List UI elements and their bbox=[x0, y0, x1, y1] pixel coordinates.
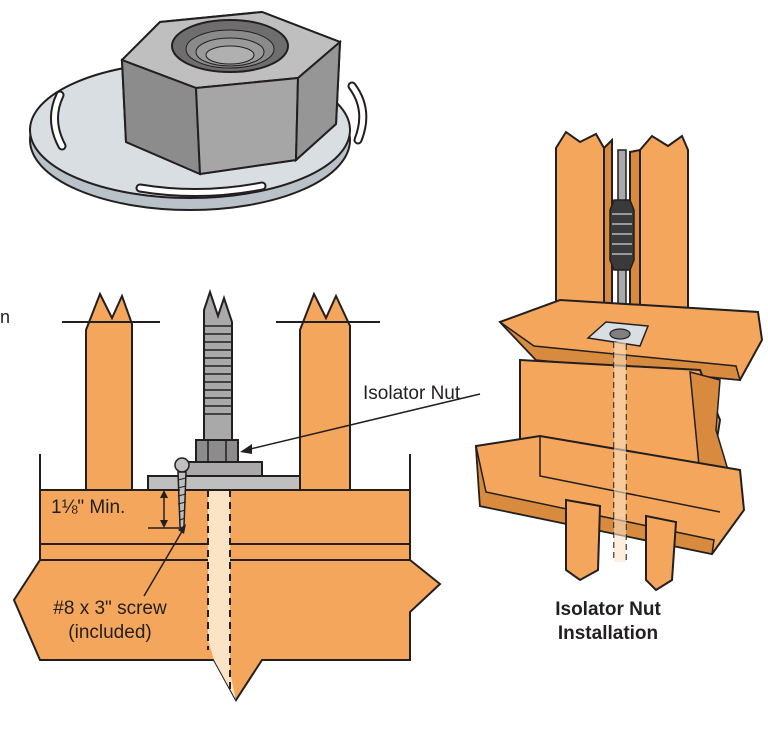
isolator-nut-product-illustration bbox=[29, 10, 368, 211]
edge-fragment-text: n bbox=[0, 307, 11, 327]
screw-label-line-1: #8 x 3" screw bbox=[53, 598, 167, 619]
section-detail-illustration bbox=[12, 288, 481, 702]
caption-line-2: Installation bbox=[557, 623, 659, 644]
screw-label-line-2: (included) bbox=[68, 622, 152, 643]
isolator-nut-label: Isolator Nut bbox=[363, 383, 461, 404]
installation-view-illustration bbox=[474, 130, 764, 592]
caption-line-1: Isolator Nut bbox=[555, 599, 661, 620]
minimum-depth-label: 1⅛" Min. bbox=[51, 497, 126, 518]
